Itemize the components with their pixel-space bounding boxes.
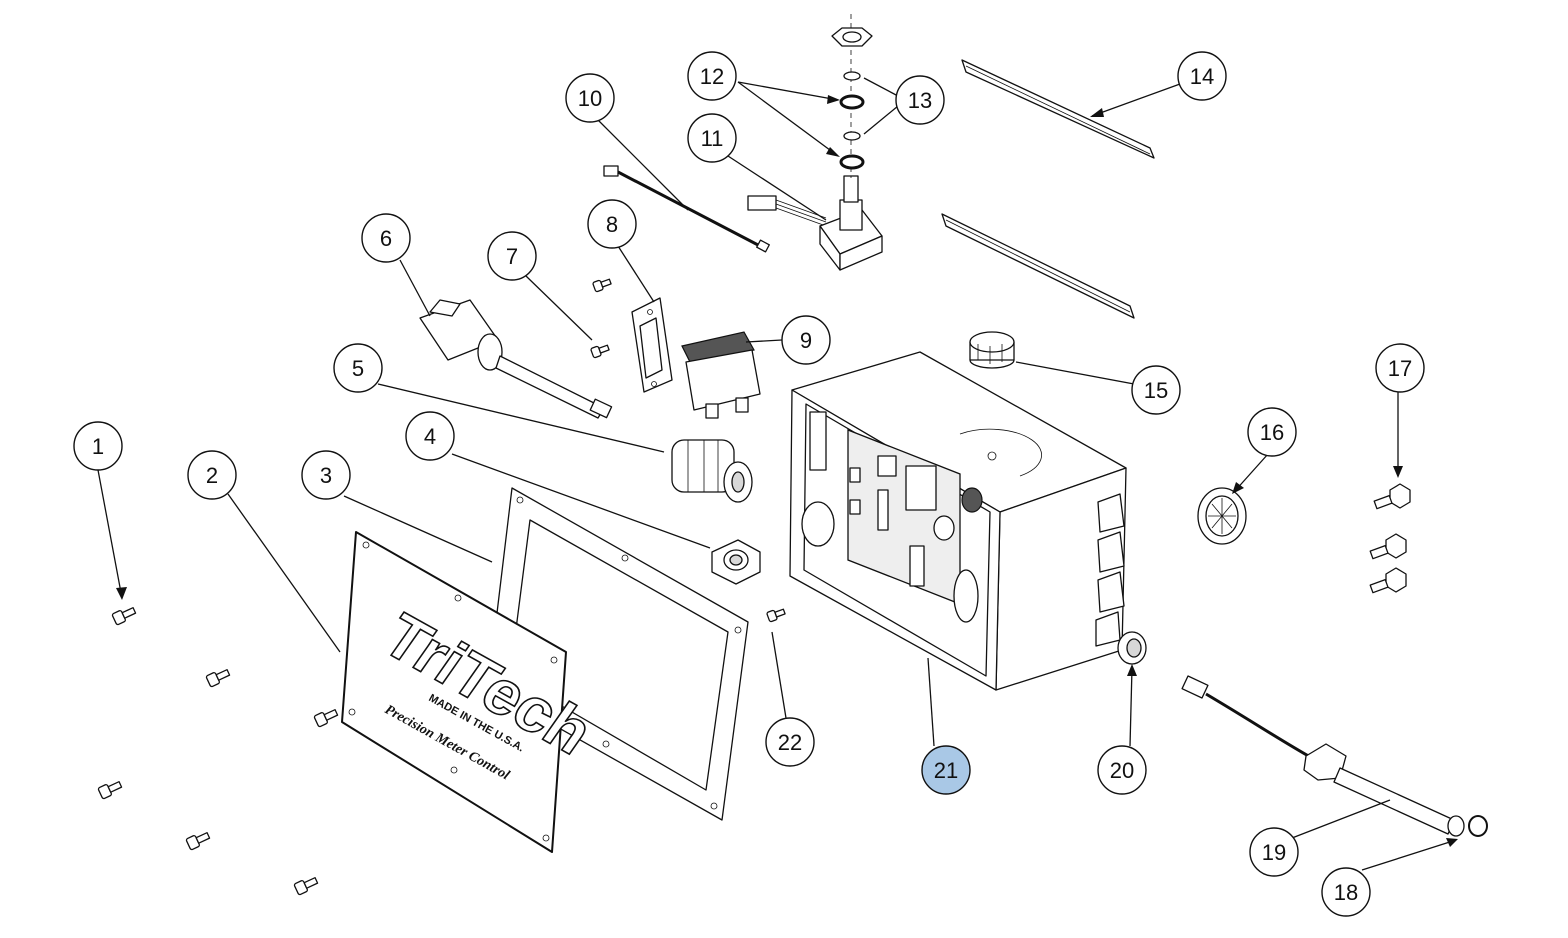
leader-1-arrow xyxy=(116,587,127,600)
leader-7 xyxy=(525,275,593,341)
nut-part-4 xyxy=(711,539,761,585)
screw-part-22 xyxy=(766,608,786,623)
leader-2 xyxy=(227,493,341,653)
leader-12b-arrow xyxy=(826,147,840,157)
callout-22[interactable]: 22 xyxy=(765,717,815,767)
callout-1[interactable]: 1 xyxy=(73,421,123,471)
leader-11 xyxy=(727,155,827,221)
shaft-assembly-part-6 xyxy=(419,299,613,419)
leader-16-arrow xyxy=(1232,482,1244,494)
leader-10 xyxy=(597,119,689,211)
leader-lines xyxy=(97,77,1458,871)
leader-5 xyxy=(377,383,665,453)
rocker-switch-part-9 xyxy=(681,331,761,419)
wire-probe-part-10 xyxy=(603,165,770,253)
callout-21-selection-highlight xyxy=(933,756,959,780)
leader-14-arrow xyxy=(1090,108,1104,117)
vent-part-16 xyxy=(1197,487,1247,545)
leader-9 xyxy=(745,339,783,343)
callout-15-label: 15 xyxy=(1144,378,1168,403)
callout-18[interactable]: 18 xyxy=(1321,867,1371,917)
callout-7-label: 7 xyxy=(506,244,518,269)
leader-8 xyxy=(617,245,655,303)
leader-13b xyxy=(863,105,899,135)
callout-18-label: 18 xyxy=(1334,880,1358,905)
leader-12a-arrow xyxy=(827,95,840,104)
callout-16[interactable]: 16 xyxy=(1247,407,1297,457)
leader-21 xyxy=(927,657,935,747)
leader-12a xyxy=(737,81,839,101)
callout-2[interactable]: 2 xyxy=(187,450,237,500)
leader-15 xyxy=(1015,361,1135,385)
callout-1-label: 1 xyxy=(92,434,104,459)
leader-20-arrow xyxy=(1127,664,1137,676)
callout-10[interactable]: 10 xyxy=(565,73,615,123)
callout-9-label: 9 xyxy=(800,328,812,353)
screw-part-7 xyxy=(590,278,612,359)
callout-15[interactable]: 15 xyxy=(1131,365,1181,415)
leader-13a xyxy=(863,77,899,97)
grommet-part-20 xyxy=(1117,631,1147,665)
callout-20[interactable]: 20 xyxy=(1097,745,1147,795)
callout-13[interactable]: 13 xyxy=(895,75,945,125)
callout-16-label: 16 xyxy=(1260,420,1284,445)
callout-6[interactable]: 6 xyxy=(361,213,411,263)
cable-gland-part-5 xyxy=(671,439,753,503)
callout-8-label: 8 xyxy=(606,212,618,237)
enclosure-part-21 xyxy=(789,351,1127,691)
callout-17[interactable]: 17 xyxy=(1375,343,1425,393)
callout-21-label: 21 xyxy=(934,758,958,783)
callout-6-label: 6 xyxy=(380,226,392,251)
bolt-part-17 xyxy=(1369,483,1411,594)
callout-14-label: 14 xyxy=(1190,64,1214,89)
leader-20 xyxy=(1129,667,1133,747)
sensor-part-19 xyxy=(1181,675,1465,837)
leader-3 xyxy=(343,495,493,563)
potentiometer-part-11 xyxy=(747,175,883,271)
leader-18 xyxy=(1361,839,1457,871)
callout-19[interactable]: 19 xyxy=(1249,827,1299,877)
callout-11-label: 11 xyxy=(701,126,724,151)
callout-12-label: 12 xyxy=(700,64,724,89)
callout-17-label: 17 xyxy=(1388,356,1412,381)
leader-12b xyxy=(737,81,839,157)
callout-9[interactable]: 9 xyxy=(781,315,831,365)
callout-10-label: 10 xyxy=(578,86,602,111)
o-ring-part-18 xyxy=(1468,815,1488,837)
callout-4[interactable]: 4 xyxy=(405,411,455,461)
cap-part-15 xyxy=(969,331,1015,369)
callout-3[interactable]: 3 xyxy=(301,450,351,500)
washer-stack-part-12-13 xyxy=(831,14,873,178)
leader-6 xyxy=(399,259,431,317)
callouts: 1 2 3 4 5 6 7 8 xyxy=(73,51,1425,917)
callout-5[interactable]: 5 xyxy=(333,343,383,393)
callout-4-label: 4 xyxy=(424,424,436,449)
leader-1 xyxy=(97,469,123,599)
callout-14[interactable]: 14 xyxy=(1177,51,1227,101)
screw-part-1 xyxy=(97,607,339,896)
bezel-part-8 xyxy=(631,297,673,393)
callout-13-label: 13 xyxy=(908,88,932,113)
callout-5-label: 5 xyxy=(352,356,364,381)
callout-3-label: 3 xyxy=(320,463,332,488)
callout-2-label: 2 xyxy=(206,463,218,488)
callout-19-label: 19 xyxy=(1262,840,1286,865)
callout-8[interactable]: 8 xyxy=(587,199,637,249)
leader-19 xyxy=(1291,799,1391,839)
callout-11[interactable]: 11 xyxy=(687,113,737,163)
leader-4 xyxy=(451,453,711,549)
callout-20-label: 20 xyxy=(1110,758,1134,783)
leader-18-arrow xyxy=(1446,838,1458,847)
leader-14 xyxy=(1091,83,1181,117)
callout-12[interactable]: 12 xyxy=(687,51,737,101)
callout-21[interactable]: 21 xyxy=(921,745,971,795)
strip-part-14 xyxy=(941,59,1155,319)
leader-17-arrow xyxy=(1393,466,1403,478)
callout-7[interactable]: 7 xyxy=(487,231,537,281)
callout-22-label: 22 xyxy=(778,730,802,755)
leader-22 xyxy=(771,631,787,719)
